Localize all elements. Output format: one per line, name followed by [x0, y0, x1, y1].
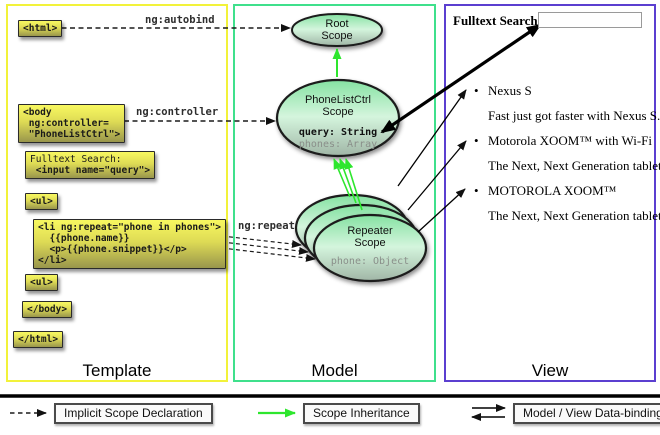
view-item-desc: The Next, Next Generation tablet. [488, 158, 660, 173]
phonelistctrl-phones-prop: phones: Array [298, 139, 378, 150]
code-search-box: Fulltext Search: <input name="query"> [25, 151, 156, 179]
view-item-desc: Fast just got faster with Nexus S. [488, 108, 660, 123]
repeater-scope-label: Repeater Scope [347, 225, 393, 249]
bullet-icon: • [474, 183, 479, 198]
fulltext-search-input[interactable] [538, 12, 642, 28]
view-item-title: MOTOROLA XOOM™ [488, 183, 617, 198]
ng-repeat-label: ng:repeat [238, 220, 295, 232]
template-column-title: Template [82, 361, 152, 380]
code-body-close: </body> [22, 301, 73, 318]
code-body-open: <body ng:controller= "PhoneListCtrl"> [18, 104, 126, 143]
legend-scope-inheritance-label: Scope Inheritance [303, 403, 420, 424]
ng-autobind-label: ng:autobind [145, 14, 215, 26]
view-column-title: View [531, 361, 569, 380]
bullet-icon: • [474, 83, 479, 98]
code-li-repeat: <li ng:repeat="phone in phones"> {{phone… [33, 219, 227, 269]
code-html-open: <html> [18, 20, 63, 37]
code-html-close: </html> [13, 331, 64, 348]
code-ul-close: <ul> [25, 274, 58, 291]
ng-controller-label: ng:controller [136, 106, 219, 118]
code-search-input: <input name="query"> [30, 165, 151, 176]
model-column-title: Model [311, 361, 358, 380]
legend-implicit-scope-label: Implicit Scope Declaration [54, 403, 213, 424]
repeater-phone-prop: phone: Object [330, 256, 410, 267]
view-search-label: Fulltext Search: [453, 13, 542, 28]
view-item-title: Motorola XOOM™ with Wi-Fi [488, 133, 653, 148]
phonelistctrl-scope-label: PhoneListCtrl Scope [304, 94, 372, 118]
phonelistctrl-query-prop: query: String [298, 127, 378, 138]
root-scope-label: Root Scope [321, 18, 353, 42]
code-search-label: Fulltext Search: [30, 154, 122, 165]
legend-databinding-label: Model / View Data-binding [513, 403, 660, 424]
code-ul-open: <ul> [25, 193, 58, 210]
view-item-title: Nexus S [488, 83, 532, 98]
bullet-icon: • [474, 133, 479, 148]
model-column [233, 4, 436, 382]
view-item-desc: The Next, Next Generation tablet. [488, 208, 660, 223]
